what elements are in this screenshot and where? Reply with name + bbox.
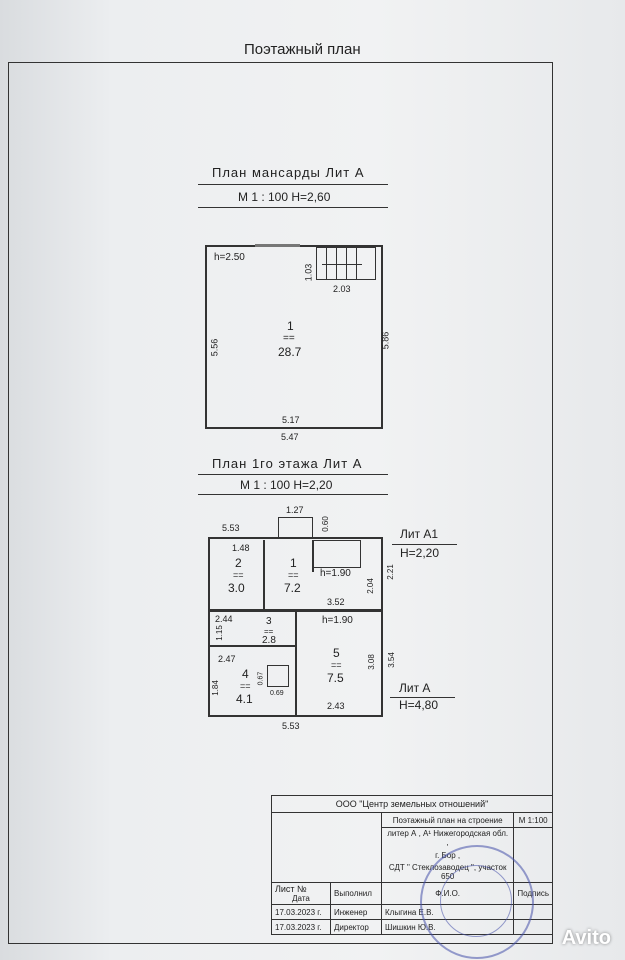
floor1-dim-308: 3.08 [366,654,376,670]
title-block-date1: 17.03.2023 г. [271,904,331,920]
floor1-dim-top-left: 5.53 [222,523,240,533]
floor1-wall-v2 [295,610,297,716]
floor1-dim-115: 1.15 [214,625,224,641]
title-block-col-date: Дата [292,894,310,903]
stamp-seal-inner [440,865,512,937]
attic-room-eq: == [283,333,295,344]
attic-window [255,244,300,247]
page-title: Поэтажный план [244,41,361,58]
floor1-dim-148: 1.48 [232,543,250,553]
attic-room-area: 28.7 [278,345,302,359]
title-block-org: ООО "Центр земельных отношений" [271,795,553,813]
title-block-scale: М 1:100 [513,812,553,828]
floor1-chimney [267,665,289,687]
title-block-role1: Инженер [330,904,382,920]
attic-stair-step [346,247,347,280]
room-3-area: 2.8 [262,635,276,646]
stamp-seal [420,845,534,959]
attic-dim-right: 5.86 [380,331,391,350]
floor1-dim-067: 0.67 [257,671,265,686]
attic-stair-height: 1.03 [303,263,314,282]
floor1-dim-247: 2.47 [218,654,236,664]
floor1-dim-069: 0.69 [270,690,284,697]
room-4-eq: == [240,681,251,691]
floor1-porch [278,517,313,539]
room-4-no: 4 [242,667,249,681]
floor1-dim-bottom: 5.53 [282,721,300,731]
attic-room-no: 1 [287,319,294,333]
room-2-no: 2 [235,556,242,570]
room-1-eq: == [288,570,299,580]
floor1-dim-354: 3.54 [386,652,396,668]
floor1-dim-352: 3.52 [327,597,345,607]
floor1-wall-h2 [210,645,296,647]
room-5-eq: == [331,660,342,670]
room-2-area: 3.0 [228,581,245,595]
room-1-no: 1 [290,556,297,570]
attic-stair-width: 2.03 [333,284,351,294]
floor1-wall-v3 [312,540,314,572]
lit-a-height: Н=4,80 [399,698,439,712]
attic-stair-step [356,247,357,280]
title-block-role2: Директор [330,919,382,935]
attic-title: План мансарды Лит А [212,165,365,180]
room-5-area: 7.5 [327,671,344,685]
title-block-date2: 17.03.2023 г. [271,919,331,935]
avito-watermark: Avito [561,927,611,949]
drawing-frame [8,62,553,944]
floor1-h190-lower: h=1.90 [322,615,353,626]
attic-scale: М 1 : 100 Н=2,60 [238,190,331,204]
title-block-sheet-no: Лист № [275,884,307,894]
floor1-title-rule [198,474,388,476]
floor1-dim-243: 2.43 [327,701,345,711]
floor1-dim-184: 1.84 [210,680,220,696]
floor1-dim-244: 2.44 [215,614,233,624]
lit-a1-label: Лит А1 [400,527,439,541]
attic-height: h=2.50 [214,252,245,263]
floor1-title: План 1го этажа Лит А [212,456,363,471]
room-5-no: 5 [333,646,340,660]
room-4-area: 4.1 [236,692,253,706]
floor1-dim-top-porch: 1.27 [286,505,304,515]
attic-stair-step [326,247,327,280]
floor1-dim-221: 2.21 [385,564,395,580]
floor1-outer-wall [208,537,383,717]
room-3-eq: == [264,627,274,636]
lit-a1-rule [392,544,457,545]
title-block-col-role: Выполнил [330,882,382,905]
title-block-empty [271,812,382,883]
floor1-stair-box [313,540,361,568]
floor1-dim-204: 2.04 [365,578,375,594]
attic-dim-outer-bottom: 5.47 [281,432,299,442]
title-block-doc: Поэтажный план на строение [380,812,515,828]
lit-a1-height: Н=2,20 [400,546,440,560]
floor1-scale-rule [198,494,388,496]
attic-stair-step [336,247,337,280]
title-block-addr1: литер А , А¹ Нижегородская обл. , [380,827,515,848]
attic-dim-left: 5.56 [209,338,220,357]
room-1-area: 7.2 [284,581,301,595]
floor1-wall-v1 [263,540,265,609]
lit-a-rule [390,697,455,698]
floor1-h190-upper: h=1.90 [320,568,351,579]
floor1-scale: М 1 : 100 Н=2,20 [240,478,333,492]
attic-stair-arrow [322,264,362,265]
attic-dim-inner-bottom: 5.17 [282,415,300,425]
room-2-eq: == [233,570,244,580]
room-3-no: 3 [266,616,272,627]
attic-scale-rule [198,207,388,209]
floor1-dim-porch: 0.60 [320,516,330,532]
lit-a-label: Лит А [399,681,431,695]
attic-title-rule [198,184,388,186]
